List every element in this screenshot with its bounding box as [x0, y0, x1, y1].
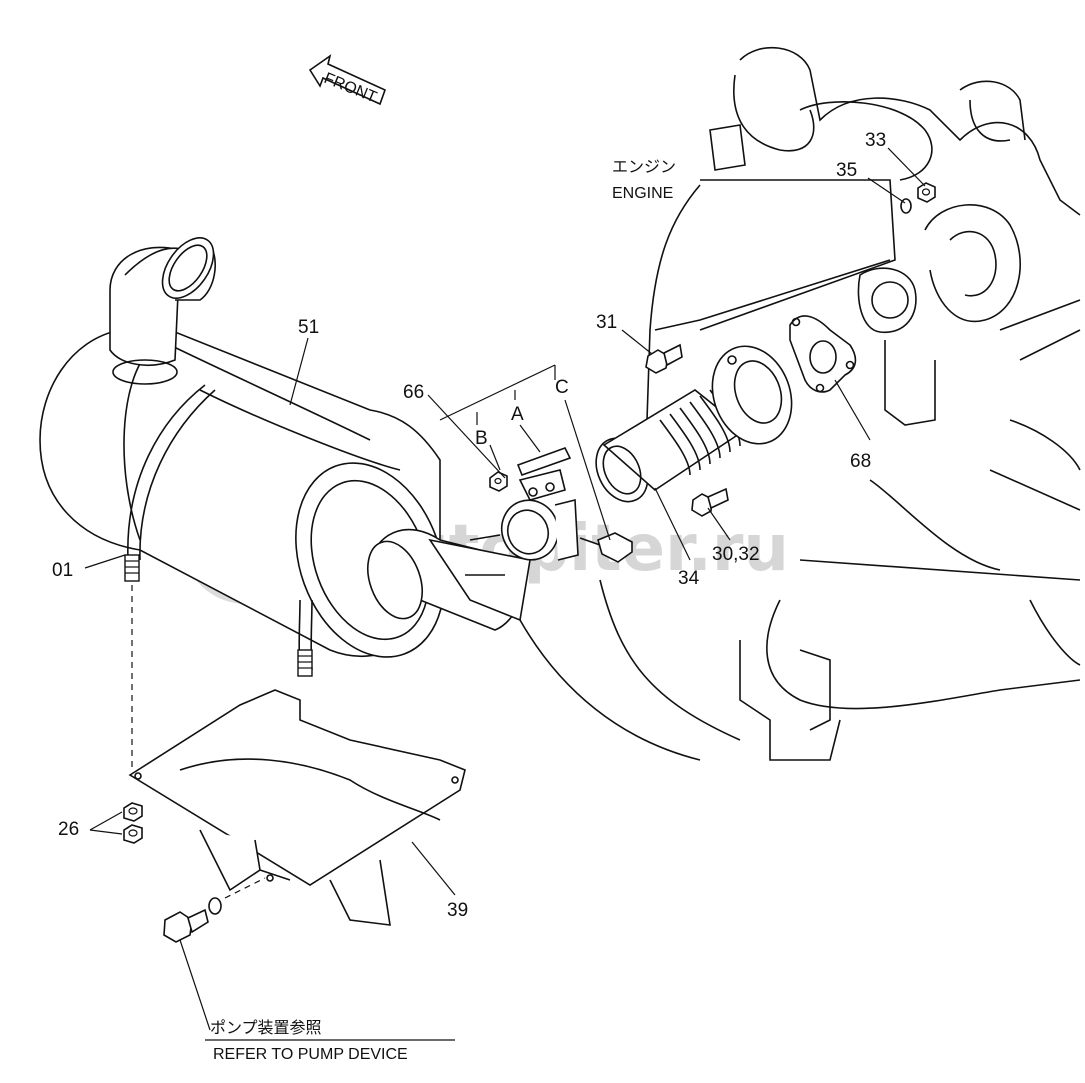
- front-arrow-icon: FRONT: [308, 54, 387, 106]
- bracket-part-39: [128, 689, 466, 926]
- part-label-35: 35: [836, 160, 857, 181]
- nut-part-33: [917, 182, 936, 203]
- bottom-bolt: [163, 877, 266, 1031]
- part-label-30-32: 30,32: [712, 544, 760, 565]
- refer-label-jp: ポンプ装置参照: [210, 1019, 322, 1037]
- part-label-a: A: [511, 404, 524, 425]
- part-label-c: C: [555, 377, 569, 398]
- bolt-part-31: [645, 343, 683, 374]
- part-label-66: 66: [403, 382, 424, 403]
- exhaust-pipe-part-34: [595, 345, 793, 503]
- bolt-part-30-32: [691, 487, 729, 517]
- strap-end-part-01: [124, 554, 313, 770]
- leader-lines: [84, 147, 926, 1041]
- part-label-51: 51: [298, 317, 319, 338]
- gasket-part-68: [789, 315, 857, 393]
- part-label-01: 01: [52, 560, 73, 581]
- clamp-part-66: [489, 447, 633, 563]
- part-label-34: 34: [678, 568, 700, 589]
- part-label-26: 26: [58, 819, 79, 840]
- part-label-39: 39: [447, 900, 468, 921]
- part-label-33: 33: [865, 130, 886, 151]
- part-label-31: 31: [596, 312, 617, 333]
- part-label-68: 68: [850, 451, 871, 472]
- part-label-b: B: [475, 428, 488, 449]
- muffler-part-51: [39, 237, 531, 671]
- engine-block: [519, 46, 1081, 761]
- refer-label-en: REFER TO PUMP DEVICE: [213, 1046, 408, 1063]
- engine-label-jp: エンジン: [612, 159, 676, 176]
- engine-label-en: ENGINE: [612, 185, 673, 202]
- nut-part-26: [123, 802, 143, 844]
